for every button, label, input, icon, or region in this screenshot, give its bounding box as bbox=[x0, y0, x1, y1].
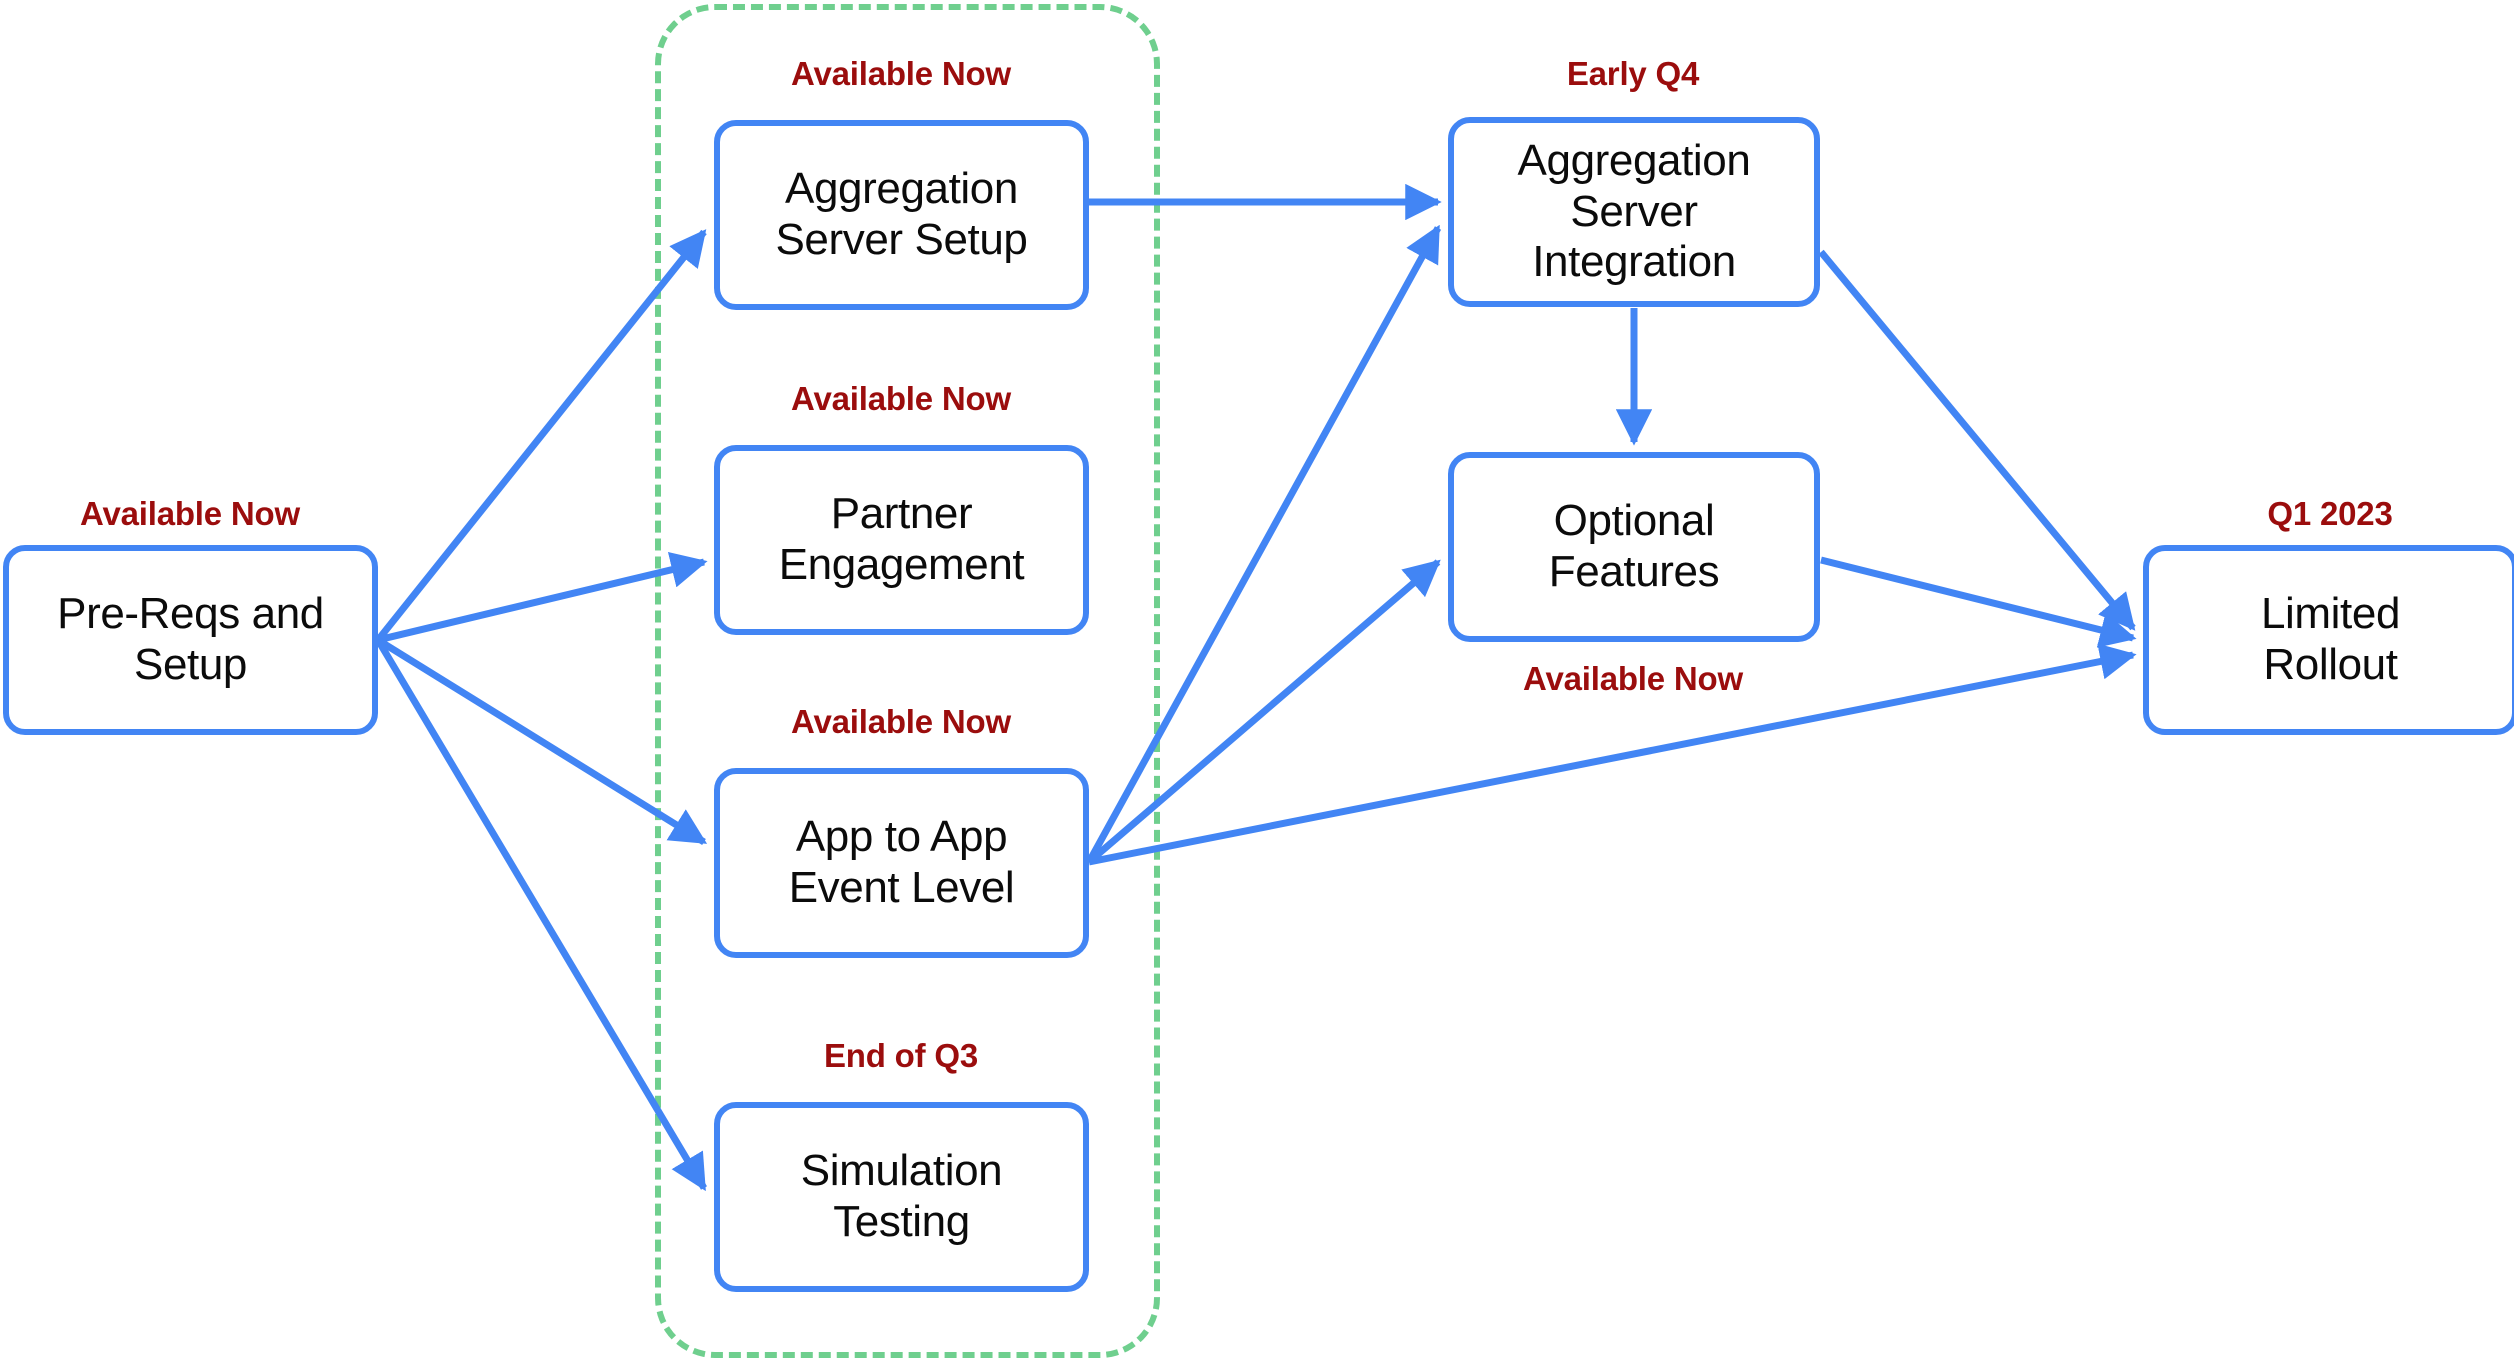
milestone-label-optional-features: Available Now bbox=[1523, 660, 1743, 697]
node-partner-engagement[interactable]: Partner Engagement bbox=[714, 445, 1089, 635]
node-optional-features[interactable]: Optional Features bbox=[1448, 452, 1820, 642]
milestone-label-aggregation-server-setup: Available Now bbox=[791, 55, 1011, 92]
milestone-label-simulation-testing: End of Q3 bbox=[823, 1037, 979, 1074]
milestone-label-app-to-app-event-level: Available Now bbox=[791, 703, 1011, 740]
node-simulation-testing[interactable]: Simulation Testing bbox=[714, 1102, 1089, 1292]
milestone-label-partner-engagement: Available Now bbox=[791, 380, 1011, 417]
milestone-label-pre-reqs-and-setup: Available Now bbox=[80, 495, 300, 532]
node-limited-rollout[interactable]: Limited Rollout bbox=[2143, 545, 2514, 735]
node-aggregation-server-setup[interactable]: Aggregation Server Setup bbox=[714, 120, 1089, 310]
edge-optional-features-to-limited-rollout bbox=[1820, 556, 2137, 648]
node-pre-reqs-and-setup[interactable]: Pre-Reqs and Setup bbox=[3, 545, 378, 735]
edge-agg-integration-to-limited-rollout bbox=[1818, 249, 2136, 631]
node-aggregation-server-integration[interactable]: Aggregation Server Integration bbox=[1448, 117, 1820, 307]
milestone-label-aggregation-server-integration: Early Q4 bbox=[1566, 55, 1700, 92]
milestone-label-limited-rollout: Q1 2023 bbox=[2267, 495, 2393, 532]
node-app-to-app-event-level[interactable]: App to App Event Level bbox=[714, 768, 1089, 958]
